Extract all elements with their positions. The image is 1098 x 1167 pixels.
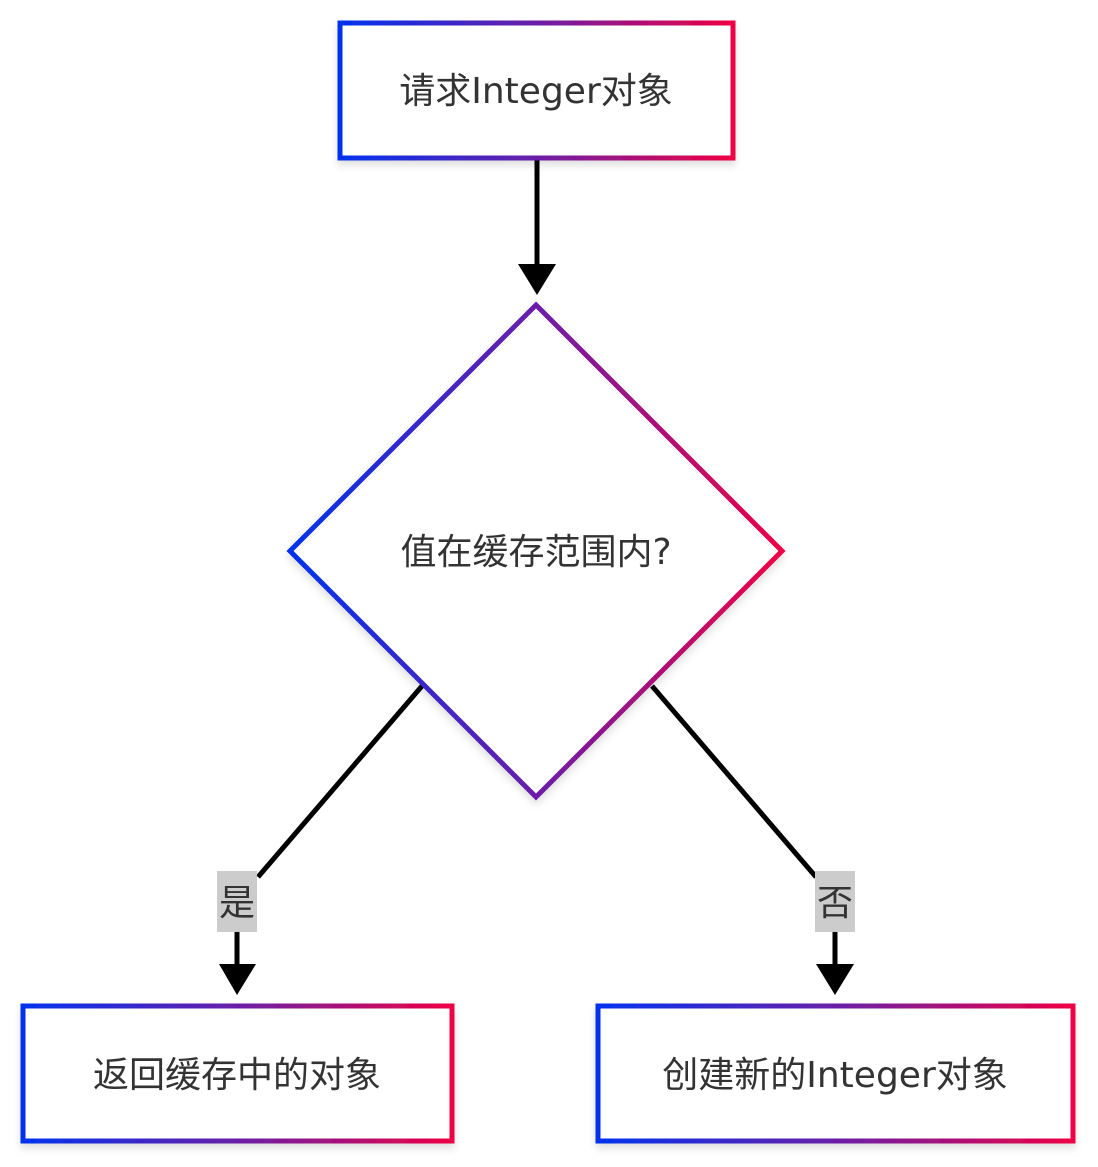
edge-line xyxy=(256,684,424,879)
node-decision-label: 值在缓存范围内? xyxy=(400,532,671,573)
node-yes-result-label: 返回缓存中的对象 xyxy=(93,1055,381,1096)
edge-decision-to-no: 否 xyxy=(650,684,855,995)
edge-decision-to-yes: 是 xyxy=(217,684,424,995)
edge-label-yes: 是 xyxy=(219,883,255,924)
edge-label-bg-yes xyxy=(217,871,257,932)
edge-label-bg-no xyxy=(815,871,855,932)
node-yes-result-box xyxy=(20,1003,455,1144)
node-decision-diamond xyxy=(286,301,786,801)
arrowhead-icon xyxy=(518,264,556,295)
edge-line xyxy=(650,684,818,879)
node-no-result-label: 创建新的Integer对象 xyxy=(662,1055,1008,1096)
node-start-box xyxy=(337,20,736,161)
node-no-result[interactable]: 创建新的Integer对象 xyxy=(595,1003,1076,1144)
node-start-label: 请求Integer对象 xyxy=(399,71,673,112)
node-decision[interactable]: 值在缓存范围内? xyxy=(286,301,786,801)
arrowhead-icon xyxy=(816,964,854,995)
node-yes-result[interactable]: 返回缓存中的对象 xyxy=(20,1003,455,1144)
node-start[interactable]: 请求Integer对象 xyxy=(337,20,736,161)
node-no-result-box xyxy=(595,1003,1076,1144)
arrowhead-icon xyxy=(219,964,256,995)
edge-start-to-decision xyxy=(518,159,556,295)
edge-label-no: 否 xyxy=(817,883,853,924)
